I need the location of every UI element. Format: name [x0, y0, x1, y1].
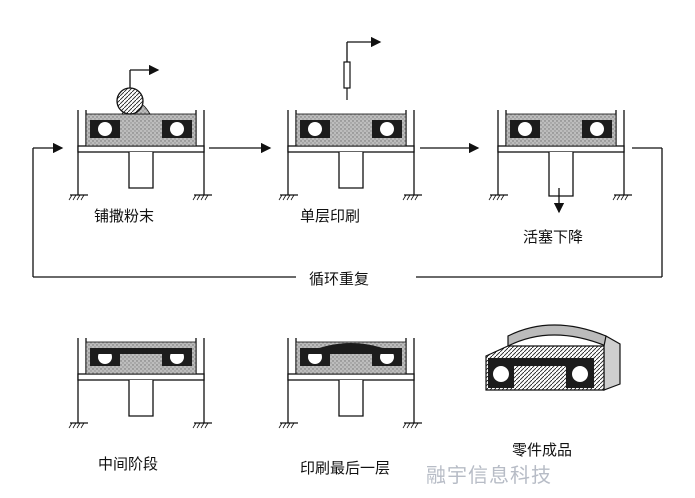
ground-hatch [196, 422, 201, 429]
part-hole [590, 122, 604, 136]
stage-label-last-layer: 印刷最后一层 [300, 457, 391, 478]
ground-hatch [76, 422, 81, 429]
piston [338, 152, 364, 189]
build-plate [77, 145, 205, 153]
part-hole [98, 122, 112, 136]
printed-bridge [90, 348, 192, 354]
build-plate [287, 373, 415, 381]
build-plate [77, 373, 205, 381]
watermark: 融宇信息科技 [426, 463, 552, 487]
ground-hatch [620, 194, 625, 201]
piston [128, 380, 154, 417]
ground-hatch [500, 194, 505, 201]
machine-last-layer [278, 338, 422, 429]
piston [548, 152, 574, 197]
ground-hatch [402, 422, 407, 429]
step-label-spread: 铺撒粉末 [94, 205, 155, 226]
ground-hatch [192, 194, 197, 201]
ground-hatch [278, 422, 283, 429]
ground-hatch [488, 194, 493, 201]
piston [128, 152, 154, 189]
ground-hatch [624, 194, 629, 201]
ground-hatch [290, 422, 295, 429]
machine-middle-stage [68, 338, 212, 429]
machine-piston-down [488, 110, 632, 201]
piston [338, 380, 364, 417]
roller-icon [116, 64, 160, 115]
build-plate [287, 145, 415, 153]
finished-part [485, 324, 621, 391]
ground-hatch [72, 422, 77, 429]
ground-hatch [200, 422, 205, 429]
part-hole [518, 122, 532, 136]
ground-hatch [196, 194, 201, 201]
ground-hatch [204, 194, 209, 201]
ground-hatch [406, 422, 411, 429]
ground-hatch [200, 194, 205, 201]
ground-hatch [406, 194, 411, 201]
cycle-label-repeat: 循环重复 [303, 268, 376, 289]
part-hole [308, 122, 322, 136]
ground-hatch [496, 194, 501, 201]
ground-hatch [204, 422, 209, 429]
ground-hatch [286, 422, 291, 429]
stage-label-finished: 零件成品 [512, 439, 573, 460]
ground-hatch [290, 194, 295, 201]
ground-hatch [414, 422, 419, 429]
machine-spread-powder [68, 101, 212, 201]
ground-hatch [282, 422, 287, 429]
stage-label-middle: 中间阶段 [98, 453, 159, 474]
ground-hatch [72, 194, 77, 201]
ground-hatch [402, 194, 407, 201]
part-hole [380, 122, 394, 136]
ground-hatch [68, 422, 73, 429]
ground-hatch [492, 194, 497, 201]
printed-dome [304, 343, 398, 354]
ground-hatch [278, 194, 283, 201]
ground-hatch [414, 194, 419, 201]
ground-hatch [76, 194, 81, 201]
ground-hatch [282, 194, 287, 201]
machine-print-layer [278, 110, 422, 201]
part-hole [170, 122, 184, 136]
ground-hatch [192, 422, 197, 429]
print-head-icon [343, 36, 382, 100]
ground-hatch [80, 194, 85, 201]
step-label-piston-down: 活塞下降 [523, 226, 584, 247]
ground-hatch [410, 194, 415, 201]
ground-hatch [410, 422, 415, 429]
ground-hatch [612, 194, 617, 201]
ground-hatch [80, 422, 85, 429]
ground-hatch [68, 194, 73, 201]
ground-hatch [616, 194, 621, 201]
cycle-lines [32, 142, 663, 278]
step-label-print-layer: 单层印刷 [300, 205, 361, 226]
build-plate [497, 145, 625, 153]
ground-hatch [286, 194, 291, 201]
